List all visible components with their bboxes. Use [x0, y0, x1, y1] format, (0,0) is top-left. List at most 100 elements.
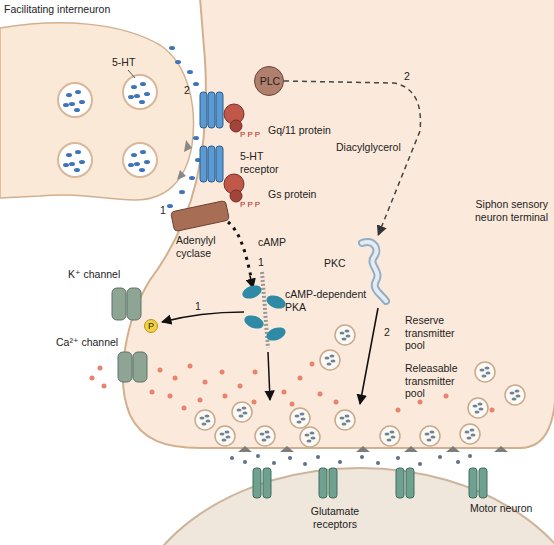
- edge-label: Diacylglycerol: [336, 141, 401, 154]
- protein-label: 5-HT receptor: [240, 150, 290, 175]
- serotonin-receptor: [216, 92, 223, 128]
- callout-number: 2: [184, 84, 194, 97]
- calcium-ions: [282, 390, 287, 395]
- interneuron-terminal: Facilitating interneuron: [0, 0, 210, 205]
- signal-arrow: [284, 81, 420, 235]
- kinase-shape: [362, 242, 386, 301]
- glutamate-vesicles: [420, 426, 440, 446]
- released-glutamate: [376, 461, 380, 465]
- glutamate-vesicles: [300, 427, 320, 447]
- pool-label: Releasable transmitter pool: [405, 362, 473, 400]
- glutamate-vesicles: [335, 325, 355, 345]
- callout-number: 1: [258, 256, 268, 269]
- glutamate-receptor: [263, 468, 271, 498]
- enzyme-label: Adenylyl cyclase: [176, 234, 231, 259]
- phosphate-label: P P P: [240, 200, 270, 210]
- calcium-ions: [238, 384, 243, 389]
- protein-label: Gs protein: [268, 188, 338, 201]
- calcium-ions: [182, 406, 187, 411]
- released-glutamate: [396, 456, 400, 460]
- calcium-ions: [173, 376, 178, 381]
- released-glutamate: [230, 456, 234, 460]
- kinase-shape: [362, 242, 386, 301]
- glutamate-vesicles: [380, 426, 400, 446]
- serotonin-molecules: [175, 60, 181, 64]
- serotonin-vesicles: [58, 143, 92, 177]
- calcium-ions: [310, 362, 315, 367]
- serotonin-vesicles: [123, 143, 157, 177]
- serotonin-vesicles: [58, 83, 92, 117]
- glutamate-vesicles: [505, 385, 525, 405]
- calcium-channel: [118, 352, 132, 382]
- released-glutamate: [243, 460, 247, 464]
- cell-outline: [130, 468, 554, 545]
- kinase-label: cAMP-dependent PKA: [285, 288, 375, 313]
- calcium-ions: [252, 400, 257, 405]
- released-glutamate: [338, 460, 342, 464]
- calcium-ions: [158, 368, 163, 373]
- released-glutamate: [230, 454, 472, 466]
- molecule-label: 5-HT: [112, 56, 146, 69]
- glutamate-receptor: [396, 468, 404, 498]
- released-glutamate: [468, 454, 472, 458]
- serotonin-vesicles: [123, 75, 157, 109]
- molecule-label: cAMP: [258, 236, 298, 249]
- glutamate-vesicles: [232, 402, 252, 422]
- enzyme-circle: PLC: [254, 66, 284, 96]
- released-glutamate: [288, 456, 292, 460]
- phosphate-group: [145, 320, 158, 333]
- glutamate-vesicles: [215, 426, 235, 446]
- glutamate-receptor: [253, 468, 261, 498]
- calcium-ions: [220, 370, 225, 375]
- serotonin-molecules: [187, 70, 193, 74]
- channel-label: Ca²⁺ channel: [56, 336, 122, 349]
- cell-outline: [0, 23, 193, 200]
- calcium-ions: [396, 408, 401, 413]
- node-label: Siphon sensory neuron terminal: [462, 198, 548, 223]
- serotonin-molecules: [193, 82, 199, 86]
- serotonin-receptor: [200, 92, 207, 128]
- glutamate-receptor: [469, 468, 477, 498]
- released-glutamate: [256, 454, 260, 458]
- calcium-ions: [298, 376, 303, 381]
- calcium-ions: [198, 398, 203, 403]
- cell-outline: [0, 0, 210, 205]
- node-label: PLC: [255, 75, 285, 88]
- serotonin-receptor: [208, 92, 215, 128]
- calcium-ions: [203, 380, 208, 385]
- node-label: Motor neuron: [470, 502, 550, 515]
- node-label: Facilitating interneuron: [4, 3, 204, 16]
- calcium-ions: [253, 370, 258, 375]
- glutamate-vesicles: [290, 408, 310, 428]
- serotonin-molecules: [189, 176, 195, 180]
- released-glutamate: [360, 455, 364, 459]
- glutamate-receptor: [479, 468, 487, 498]
- motor-neuron: Motor neuron: [130, 462, 554, 545]
- glutamate-vesicles: [460, 424, 480, 444]
- released-glutamate: [272, 461, 276, 465]
- calcium-ions: [318, 392, 323, 397]
- glutamate-vesicles: [320, 350, 340, 370]
- glutamate-receptor: [319, 468, 327, 498]
- glutamate-vesicles: [468, 398, 488, 418]
- released-glutamate: [456, 460, 460, 464]
- calcium-ions: [290, 402, 295, 407]
- callout-number: 2: [384, 326, 394, 339]
- phosphate-label: P P P: [240, 130, 270, 140]
- serotonin-molecules: [169, 46, 175, 50]
- glutamate-vesicles: [335, 410, 355, 430]
- potassium-channel: [127, 288, 141, 320]
- calcium-ions: [418, 400, 423, 405]
- channel-label: K⁺ channel: [68, 268, 128, 281]
- glutamate-vesicles: [195, 410, 215, 430]
- serotonin-molecules: [167, 204, 173, 208]
- pool-label: Reserve transmitter pool: [405, 314, 473, 352]
- calcium-ions: [90, 376, 95, 381]
- calcium-ions: [188, 364, 193, 369]
- calcium-ions: [223, 394, 228, 399]
- released-glutamate: [438, 455, 442, 459]
- glutamate-receptor: [329, 468, 337, 498]
- calcium-ions: [490, 408, 495, 413]
